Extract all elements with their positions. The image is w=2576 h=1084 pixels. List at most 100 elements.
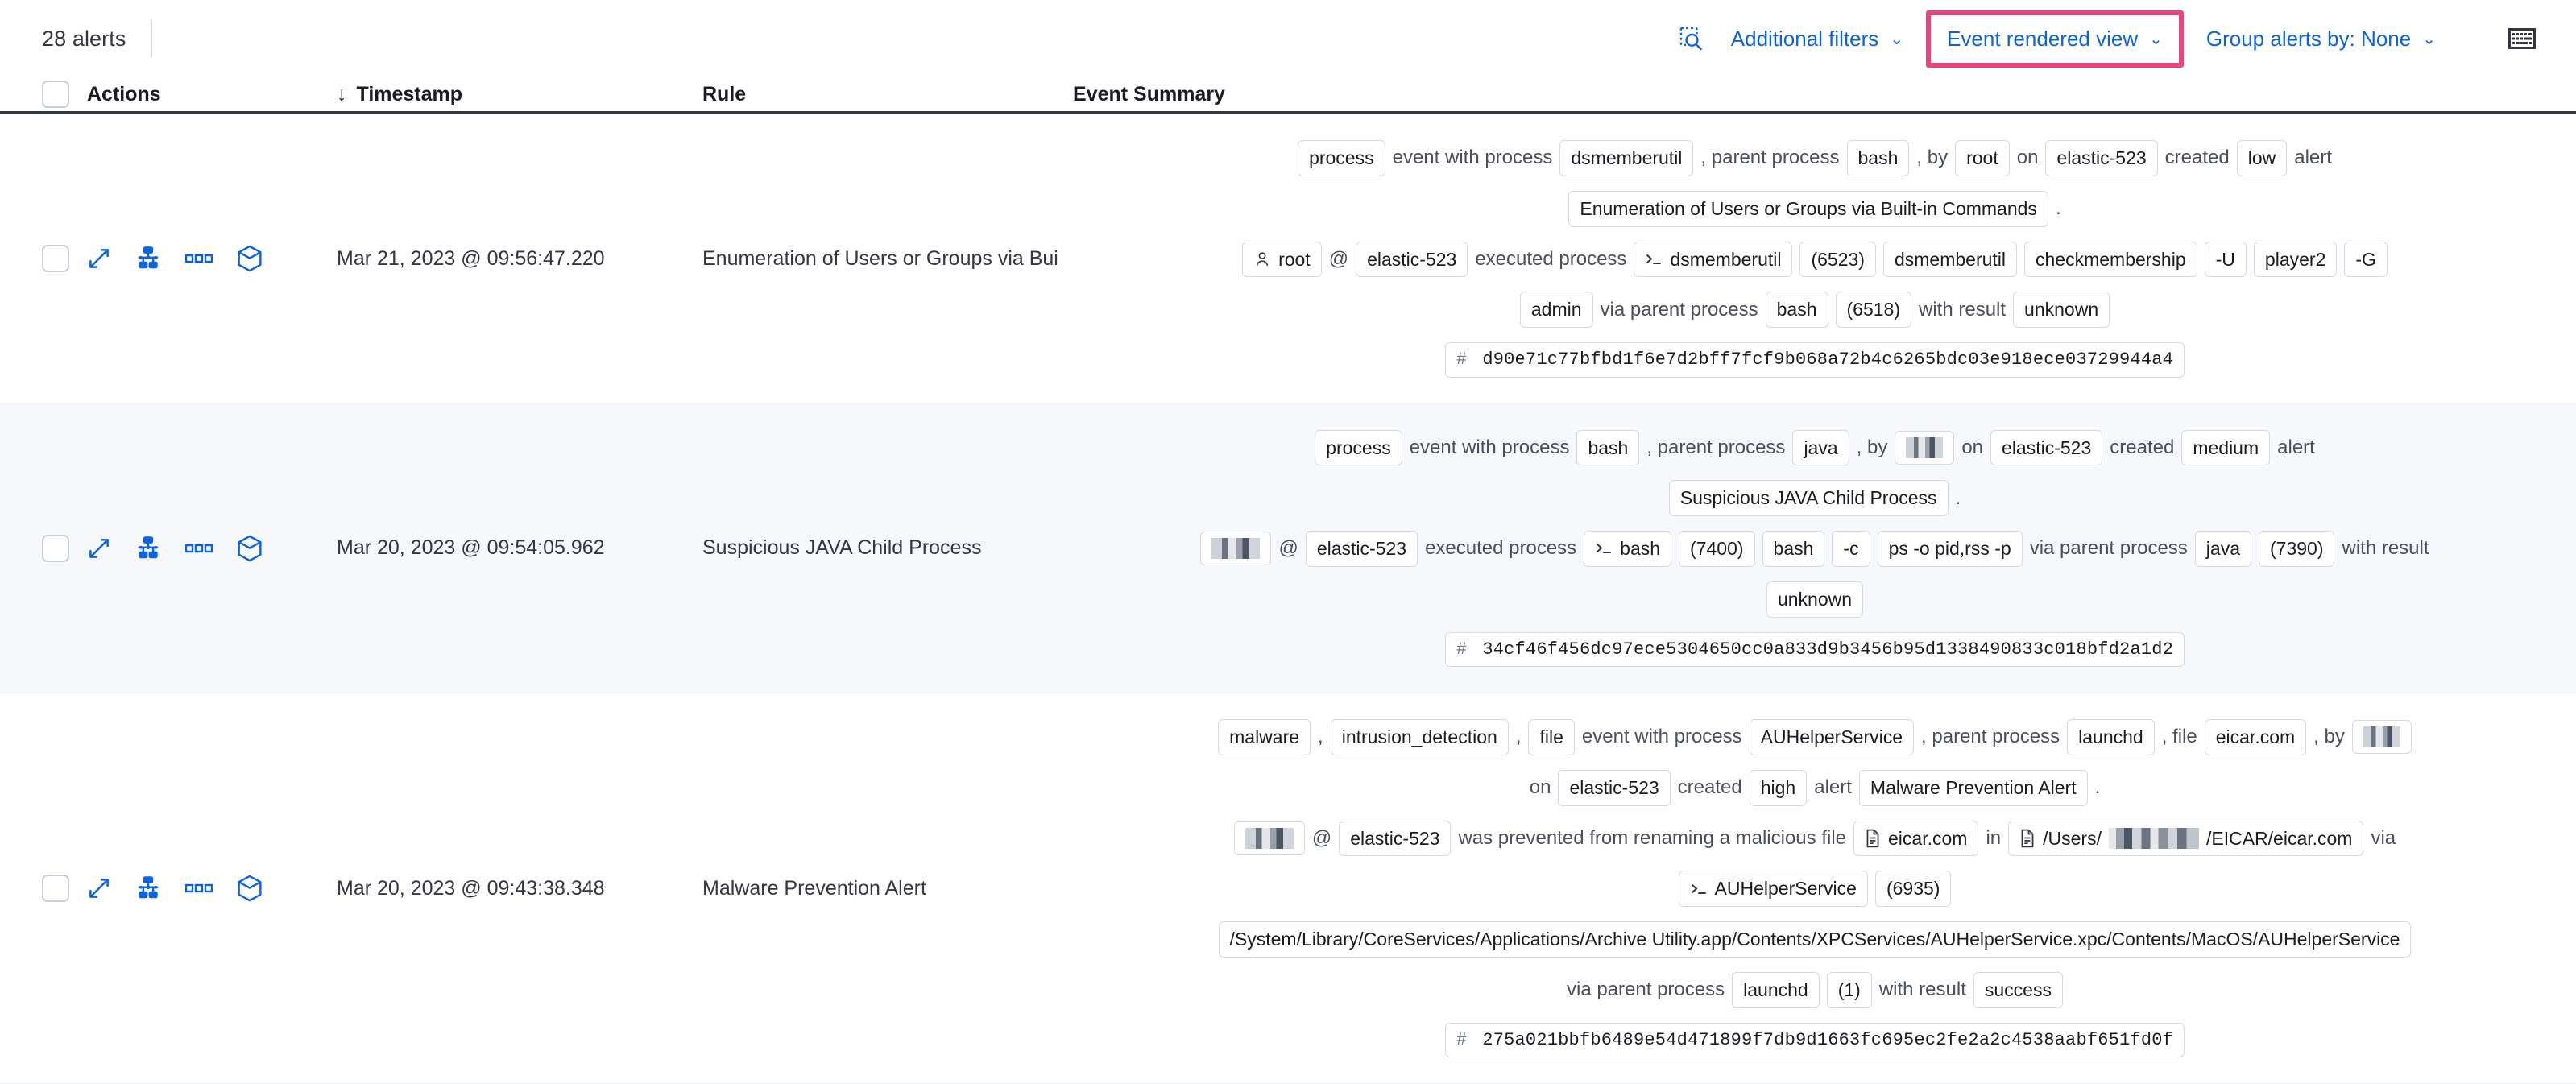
event-chip[interactable]: bash: [1762, 531, 1825, 567]
event-chip[interactable]: admin: [1519, 292, 1593, 328]
event-chip[interactable]: elastic-523: [1305, 531, 1418, 567]
group-alerts-by-button[interactable]: Group alerts by: None ⌄: [2189, 15, 2454, 63]
column-header-timestamp[interactable]: ↓ Timestamp: [337, 83, 702, 106]
event-chip[interactable]: malware: [1218, 719, 1311, 755]
more-actions-icon[interactable]: [185, 543, 213, 554]
select-all-checkbox[interactable]: [42, 81, 69, 108]
column-header-event-summary[interactable]: Event Summary: [1073, 82, 1225, 106]
event-chip[interactable]: dsmemberutil: [1882, 241, 2017, 278]
row-rule-name[interactable]: Enumeration of Users or Groups via Bui: [702, 246, 1058, 270]
event-chip-hash[interactable]: #34cf46f456dc97ece5304650cc0a833d9b3456b…: [1444, 631, 2185, 667]
event-chip[interactable]: -U: [2204, 241, 2247, 278]
event-chip[interactable]: elastic-523: [1339, 820, 1452, 857]
column-header-timestamp-label: Timestamp: [356, 82, 463, 106]
event-chip[interactable]: process: [1298, 140, 1385, 176]
session-view-icon[interactable]: [135, 536, 161, 561]
event-chip-hash[interactable]: #275a021bbfb6489e54d471899f7db9d1663fc69…: [1444, 1022, 2185, 1057]
column-header-actions[interactable]: Actions: [87, 82, 161, 106]
event-chip[interactable]: -c: [1832, 531, 1870, 567]
event-chip[interactable]: elastic-523: [1356, 241, 1468, 278]
event-chip[interactable]: checkmembership: [2024, 241, 2197, 278]
event-chip[interactable]: file: [1528, 719, 1575, 755]
event-chip[interactable]: medium: [2181, 429, 2271, 466]
event-chip[interactable]: bash: [1765, 292, 1828, 328]
event-chip[interactable]: player2: [2253, 241, 2338, 278]
event-chip[interactable]: Malware Prevention Alert: [1858, 769, 2088, 806]
event-chip-path[interactable]: /Users//EICAR/eicar.com: [2008, 820, 2364, 857]
event-chip[interactable]: (6523): [1799, 241, 1876, 278]
session-view-icon[interactable]: [135, 246, 161, 271]
event-rendered-view-button[interactable]: Event rendered view ⌄: [1934, 20, 2176, 58]
expand-icon[interactable]: [87, 536, 111, 561]
event-chip[interactable]: intrusion_detection: [1330, 719, 1509, 755]
event-chip[interactable]: /System/Library/CoreServices/Application…: [1218, 921, 2412, 958]
expand-icon[interactable]: [87, 876, 111, 900]
event-chip[interactable]: root: [1955, 140, 2010, 176]
event-chip[interactable]: bash: [1846, 140, 1910, 176]
inspect-search-icon[interactable]: [1668, 16, 1713, 61]
event-chip[interactable]: launchd: [1732, 971, 1820, 1008]
additional-filters-button[interactable]: Additional filters ⌄: [1713, 15, 1921, 63]
event-chip[interactable]: dsmemberutil: [1634, 241, 1793, 278]
event-chip[interactable]: unknown: [2013, 292, 2110, 328]
event-chip[interactable]: unknown: [1766, 581, 1864, 618]
event-chip[interactable]: success: [1973, 971, 2063, 1008]
event-chip[interactable]: (7400): [1679, 531, 1755, 567]
event-chip[interactable]: launchd: [2067, 719, 2155, 755]
event-chip[interactable]: Suspicious JAVA Child Process: [1668, 480, 1949, 516]
event-chip[interactable]: low: [2236, 140, 2288, 176]
event-chip[interactable]: (6518): [1835, 292, 1911, 328]
event-chip-redacted[interactable]: [2351, 720, 2412, 755]
event-chip[interactable]: elastic-523: [1990, 429, 2103, 466]
summary-punctuation: ,: [1515, 726, 1522, 748]
hash-symbol-icon: #: [1456, 1029, 1468, 1050]
row-select-checkbox[interactable]: [42, 245, 69, 273]
event-chip[interactable]: AUHelperService: [1749, 719, 1915, 755]
event-chip-redacted[interactable]: [1895, 430, 1955, 465]
event-chip[interactable]: root: [1242, 241, 1322, 278]
event-chip-label: root: [1966, 147, 1998, 168]
event-chip[interactable]: (6935): [1874, 871, 1952, 907]
event-chip[interactable]: process: [1315, 429, 1402, 466]
summary-word: on: [1529, 776, 1551, 799]
event-chip[interactable]: AUHelperService: [1678, 871, 1868, 907]
event-chip[interactable]: java: [2194, 531, 2251, 567]
event-chip[interactable]: Enumeration of Users or Groups via Built…: [1568, 190, 2048, 227]
event-chip[interactable]: eicar.com: [2204, 719, 2307, 755]
summary-word: event with process: [1409, 436, 1570, 458]
row-select-checkbox[interactable]: [42, 875, 69, 902]
cube-icon[interactable]: [237, 245, 263, 272]
event-chip[interactable]: (1): [1826, 971, 1872, 1008]
event-chip[interactable]: elastic-523: [2045, 140, 2158, 176]
event-chip[interactable]: -G: [2344, 241, 2388, 278]
row-select-checkbox[interactable]: [42, 534, 69, 562]
event-chip[interactable]: (7390): [2259, 531, 2335, 567]
event-chip-redacted[interactable]: [1233, 821, 1305, 855]
event-chip[interactable]: dsmemberutil: [1559, 140, 1694, 176]
keyboard-icon[interactable]: [2500, 20, 2544, 57]
event-chip[interactable]: bash: [1576, 429, 1640, 466]
file-icon: [1865, 829, 1881, 848]
event-chip-hash[interactable]: #d90e71c77bfbd1f6e7d2bff7fcf9b068a72b4c6…: [1444, 342, 2185, 378]
more-actions-icon[interactable]: [185, 883, 213, 894]
event-chip[interactable]: elastic-523: [1558, 769, 1671, 806]
event-chip[interactable]: high: [1749, 769, 1808, 806]
more-actions-icon[interactable]: [185, 253, 213, 264]
row-rule-name[interactable]: Malware Prevention Alert: [702, 876, 926, 900]
event-chip-redacted[interactable]: [1200, 532, 1272, 566]
column-header-rule[interactable]: Rule: [702, 82, 747, 106]
expand-icon[interactable]: [87, 246, 111, 271]
row-rule-name[interactable]: Suspicious JAVA Child Process: [702, 536, 982, 560]
cube-icon[interactable]: [237, 535, 263, 562]
event-chip[interactable]: eicar.com: [1853, 820, 1979, 857]
session-view-icon[interactable]: [135, 876, 161, 900]
cube-icon[interactable]: [237, 875, 263, 902]
event-chip[interactable]: bash: [1584, 531, 1672, 567]
event-chip[interactable]: ps -o pid,rss -p: [1877, 531, 2023, 567]
event-chip[interactable]: java: [1792, 429, 1849, 466]
summary-word: @: [1328, 247, 1349, 270]
row-rule-cell: Malware Prevention Alert: [702, 863, 1073, 915]
